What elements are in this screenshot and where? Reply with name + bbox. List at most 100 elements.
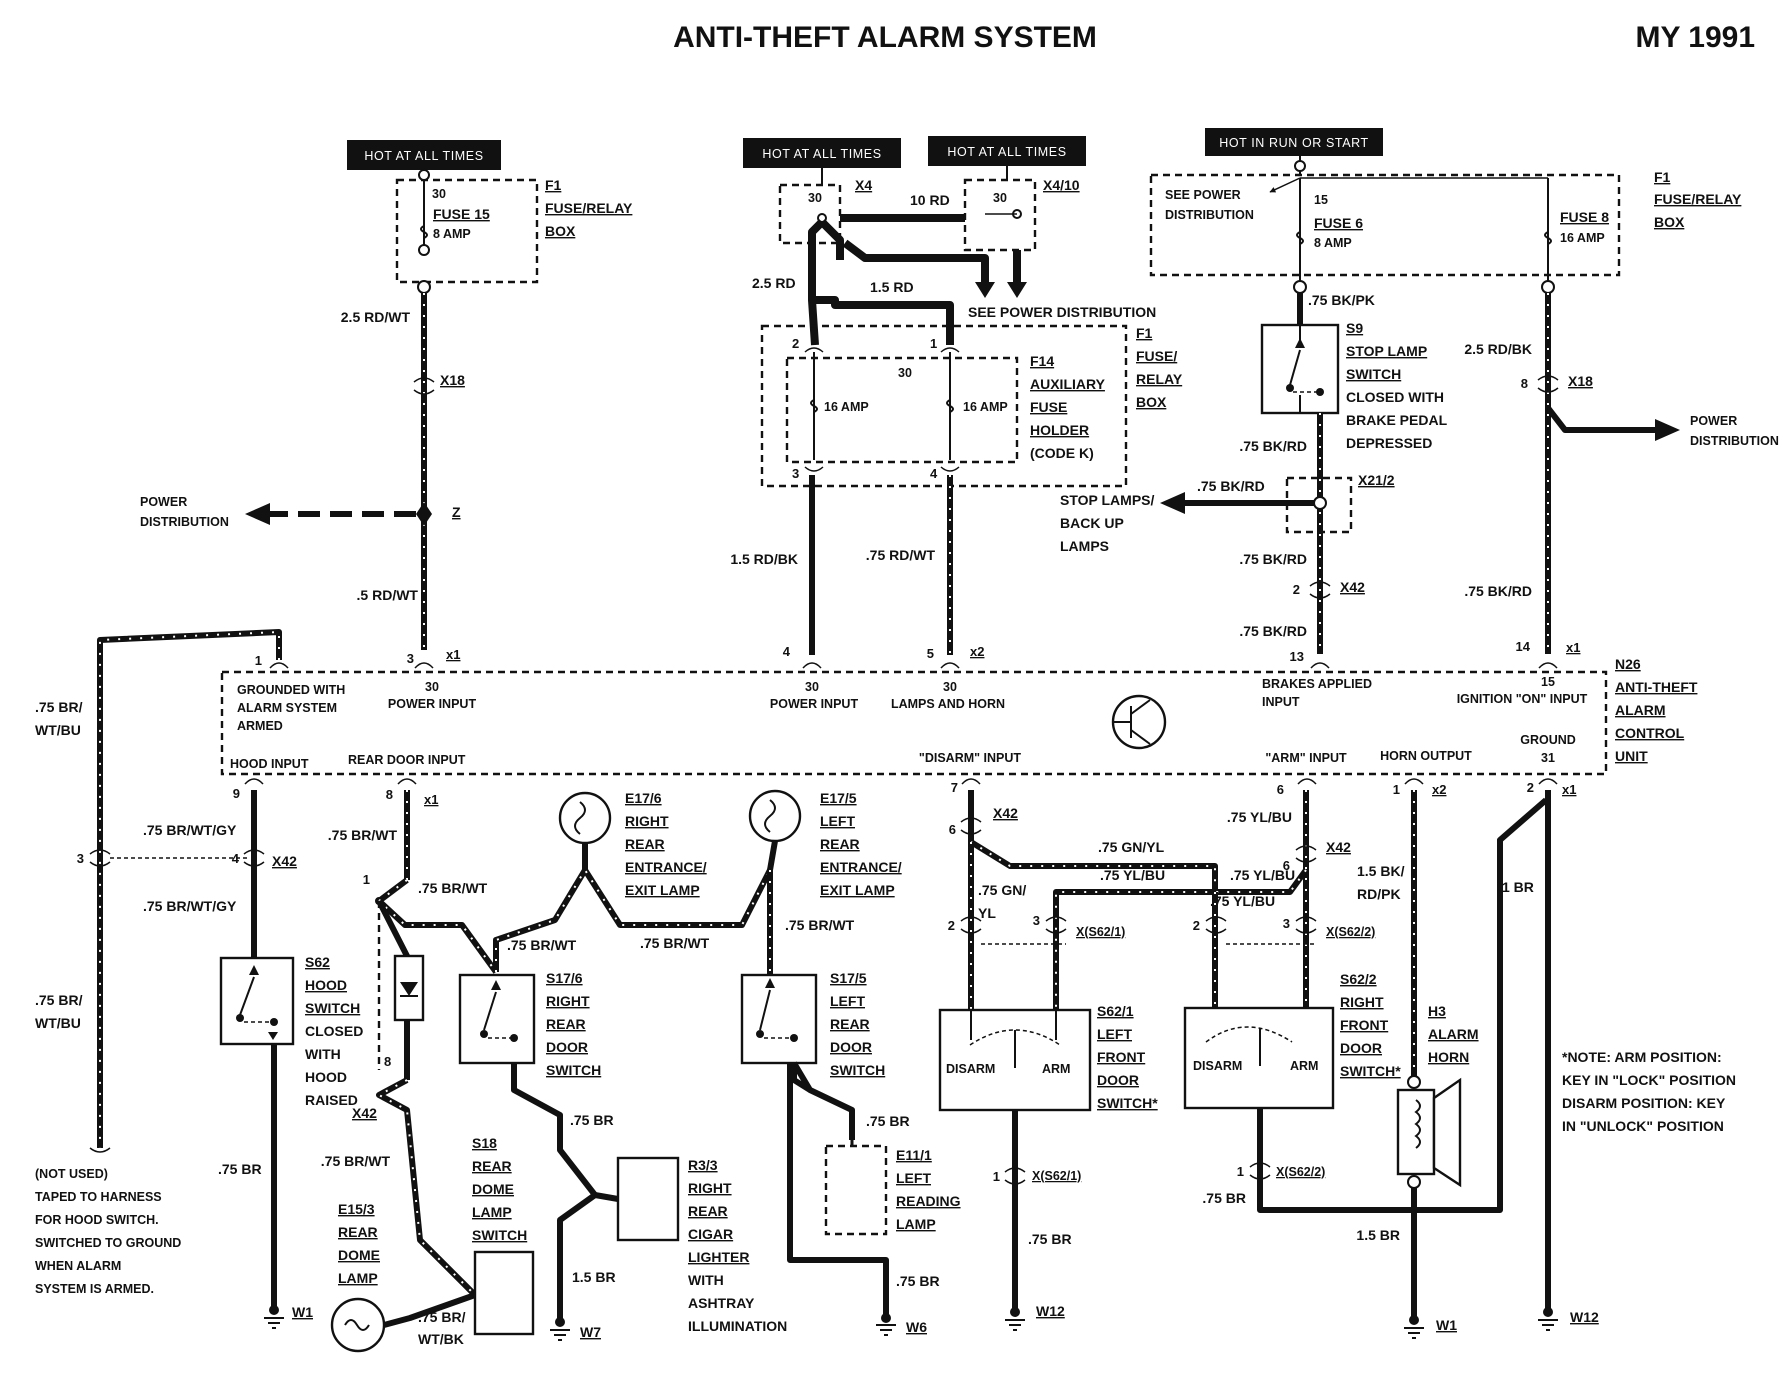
- svg-text:x1: x1: [1562, 782, 1576, 797]
- aux-fuse-holder: 2 1 30 16 AMP 16 AMP 3 4 F14 AUXILIARY F…: [760, 324, 1183, 488]
- svg-text:CLOSED WITH: CLOSED WITH: [1346, 389, 1444, 405]
- svg-text:FUSE/RELAY: FUSE/RELAY: [1654, 191, 1742, 207]
- svg-text:HOT AT ALL TIMES: HOT AT ALL TIMES: [947, 145, 1066, 159]
- svg-text:REAR: REAR: [472, 1158, 512, 1174]
- svg-text:14: 14: [1516, 639, 1531, 654]
- svg-text:6: 6: [949, 822, 956, 837]
- svg-text:16 AMP: 16 AMP: [963, 400, 1008, 414]
- svg-text:8: 8: [1521, 376, 1528, 391]
- svg-text:FUSE: FUSE: [1030, 399, 1067, 415]
- svg-text:.75 BR/: .75 BR/: [418, 1309, 466, 1325]
- svg-text:.75 BR/WT/GY: .75 BR/WT/GY: [143, 898, 237, 914]
- svg-text:REAR: REAR: [688, 1203, 728, 1219]
- front-door-switches: 6 X42 .75 GN/YL .75 GN/ YL .75 YL/BU 6 X…: [938, 790, 1548, 1331]
- svg-text:4: 4: [232, 851, 240, 866]
- svg-text:RD/PK: RD/PK: [1357, 886, 1401, 902]
- svg-text:2: 2: [792, 336, 799, 351]
- svg-text:LEFT: LEFT: [1097, 1026, 1132, 1042]
- svg-text:KEY IN "LOCK" POSITION: KEY IN "LOCK" POSITION: [1562, 1072, 1736, 1088]
- svg-text:10 RD: 10 RD: [910, 192, 950, 208]
- svg-text:3: 3: [1033, 913, 1040, 928]
- svg-text:6: 6: [1283, 858, 1290, 873]
- svg-text:FUSE 6: FUSE 6: [1314, 215, 1363, 231]
- mid-feed-wires: 1.5 RD/BK .75 RD/WT: [730, 475, 953, 655]
- svg-text:X42: X42: [1326, 839, 1351, 855]
- svg-text:LIGHTER: LIGHTER: [688, 1249, 749, 1265]
- svg-text:8 AMP: 8 AMP: [1314, 236, 1352, 250]
- svg-text:3: 3: [792, 466, 799, 481]
- svg-text:30: 30: [425, 680, 439, 694]
- svg-text:STOP LAMP: STOP LAMP: [1346, 343, 1427, 359]
- svg-text:1: 1: [1237, 1164, 1244, 1179]
- svg-text:8: 8: [386, 787, 393, 802]
- stop-lamp-switch-s9: .75 BK/PK S9 STOP LAMP SWITCH CLOSED WIT…: [1060, 292, 1448, 654]
- svg-text:POWER INPUT: POWER INPUT: [770, 697, 859, 711]
- svg-text:HOT AT ALL TIMES: HOT AT ALL TIMES: [364, 149, 483, 163]
- svg-text:INPUT: INPUT: [1262, 695, 1300, 709]
- svg-text:.75 BR/WT: .75 BR/WT: [321, 1153, 391, 1169]
- svg-text:AUXILIARY: AUXILIARY: [1030, 376, 1106, 392]
- svg-text:LAMP: LAMP: [896, 1216, 936, 1232]
- fuse-box-right: SEE POWER DISTRIBUTION 15 FUSE 6 8 AMP F…: [1149, 156, 1742, 294]
- svg-text:SWITCH: SWITCH: [472, 1227, 527, 1243]
- svg-text:IN "UNLOCK" POSITION: IN "UNLOCK" POSITION: [1562, 1118, 1724, 1134]
- svg-text:x1: x1: [1566, 640, 1580, 655]
- svg-text:DOME: DOME: [472, 1181, 514, 1197]
- svg-text:WT/BU: WT/BU: [35, 722, 81, 738]
- svg-text:RIGHT: RIGHT: [546, 993, 590, 1009]
- svg-text:E15/3: E15/3: [338, 1201, 375, 1217]
- svg-text:.75 BR/WT: .75 BR/WT: [328, 827, 398, 843]
- left-power-feed: 2.5 RD/WT X18 POWER DISTRIBUTION Z .5 RD…: [140, 293, 465, 650]
- svg-text:.75 BK/RD: .75 BK/RD: [1197, 478, 1265, 494]
- svg-text:ALARM: ALARM: [1428, 1026, 1479, 1042]
- svg-text:X42: X42: [1340, 579, 1365, 595]
- svg-text:UNIT: UNIT: [1615, 748, 1648, 764]
- svg-text:S9: S9: [1346, 320, 1363, 336]
- svg-text:POWER: POWER: [1690, 414, 1737, 428]
- svg-text:3: 3: [1283, 916, 1290, 931]
- svg-text:1.5 BK/: 1.5 BK/: [1357, 863, 1405, 879]
- svg-text:RIGHT: RIGHT: [625, 813, 669, 829]
- svg-text:WHEN ALARM: WHEN ALARM: [35, 1259, 121, 1273]
- svg-text:REAR: REAR: [830, 1016, 870, 1032]
- svg-text:.75 BK/PK: .75 BK/PK: [1308, 292, 1375, 308]
- svg-text:W1: W1: [1436, 1317, 1457, 1333]
- svg-text:BOX: BOX: [545, 223, 576, 239]
- svg-text:FRONT: FRONT: [1097, 1049, 1146, 1065]
- hot-tag-center-1: HOT AT ALL TIMES: [743, 138, 901, 168]
- svg-text:DEPRESSED: DEPRESSED: [1346, 435, 1432, 451]
- svg-text:1.5 RD: 1.5 RD: [870, 279, 914, 295]
- fuse-box-left: 30 FUSE 15 8 AMP F1 FUSE/RELAY BOX: [395, 169, 633, 294]
- svg-text:DOOR: DOOR: [830, 1039, 872, 1055]
- svg-text:SWITCH: SWITCH: [305, 1000, 360, 1016]
- svg-text:SWITCH*: SWITCH*: [1097, 1095, 1158, 1111]
- svg-text:FUSE 8: FUSE 8: [1560, 209, 1609, 225]
- svg-text:SWITCH: SWITCH: [830, 1062, 885, 1078]
- svg-text:x2: x2: [970, 644, 984, 659]
- svg-text:EXIT LAMP: EXIT LAMP: [625, 882, 700, 898]
- svg-text:"DISARM" INPUT: "DISARM" INPUT: [919, 751, 1021, 765]
- svg-text:.75 BR: .75 BR: [866, 1113, 910, 1129]
- svg-text:R3/3: R3/3: [688, 1157, 718, 1173]
- svg-text:1.5 BR: 1.5 BR: [572, 1269, 616, 1285]
- svg-text:REAR: REAR: [338, 1224, 378, 1240]
- svg-text:.75 YL/BU: .75 YL/BU: [1227, 809, 1292, 825]
- svg-text:HOOD: HOOD: [305, 1069, 347, 1085]
- svg-text:.75 BR/WT: .75 BR/WT: [418, 880, 488, 896]
- svg-text:x2: x2: [1432, 782, 1446, 797]
- svg-text:.75 BK/RD: .75 BK/RD: [1464, 583, 1532, 599]
- svg-text:S17/6: S17/6: [546, 970, 583, 986]
- svg-text:ALARM: ALARM: [1615, 702, 1666, 718]
- svg-text:EXIT LAMP: EXIT LAMP: [820, 882, 895, 898]
- svg-text:HOOD: HOOD: [305, 977, 347, 993]
- unused-ground-harness: .75 BR/ WT/BU 3 .75 BR/ WT/BU (NOT USED)…: [35, 629, 282, 1296]
- svg-text:DISTRIBUTION: DISTRIBUTION: [1165, 208, 1254, 222]
- svg-text:BRAKE PEDAL: BRAKE PEDAL: [1346, 412, 1448, 428]
- svg-text:POWER: POWER: [140, 495, 187, 509]
- svg-text:HOT IN RUN OR START: HOT IN RUN OR START: [1219, 136, 1369, 150]
- svg-text:LEFT: LEFT: [820, 813, 855, 829]
- svg-text:LAMP: LAMP: [338, 1270, 378, 1286]
- svg-text:STOP LAMPS/: STOP LAMPS/: [1060, 492, 1155, 508]
- svg-text:LEFT: LEFT: [830, 993, 865, 1009]
